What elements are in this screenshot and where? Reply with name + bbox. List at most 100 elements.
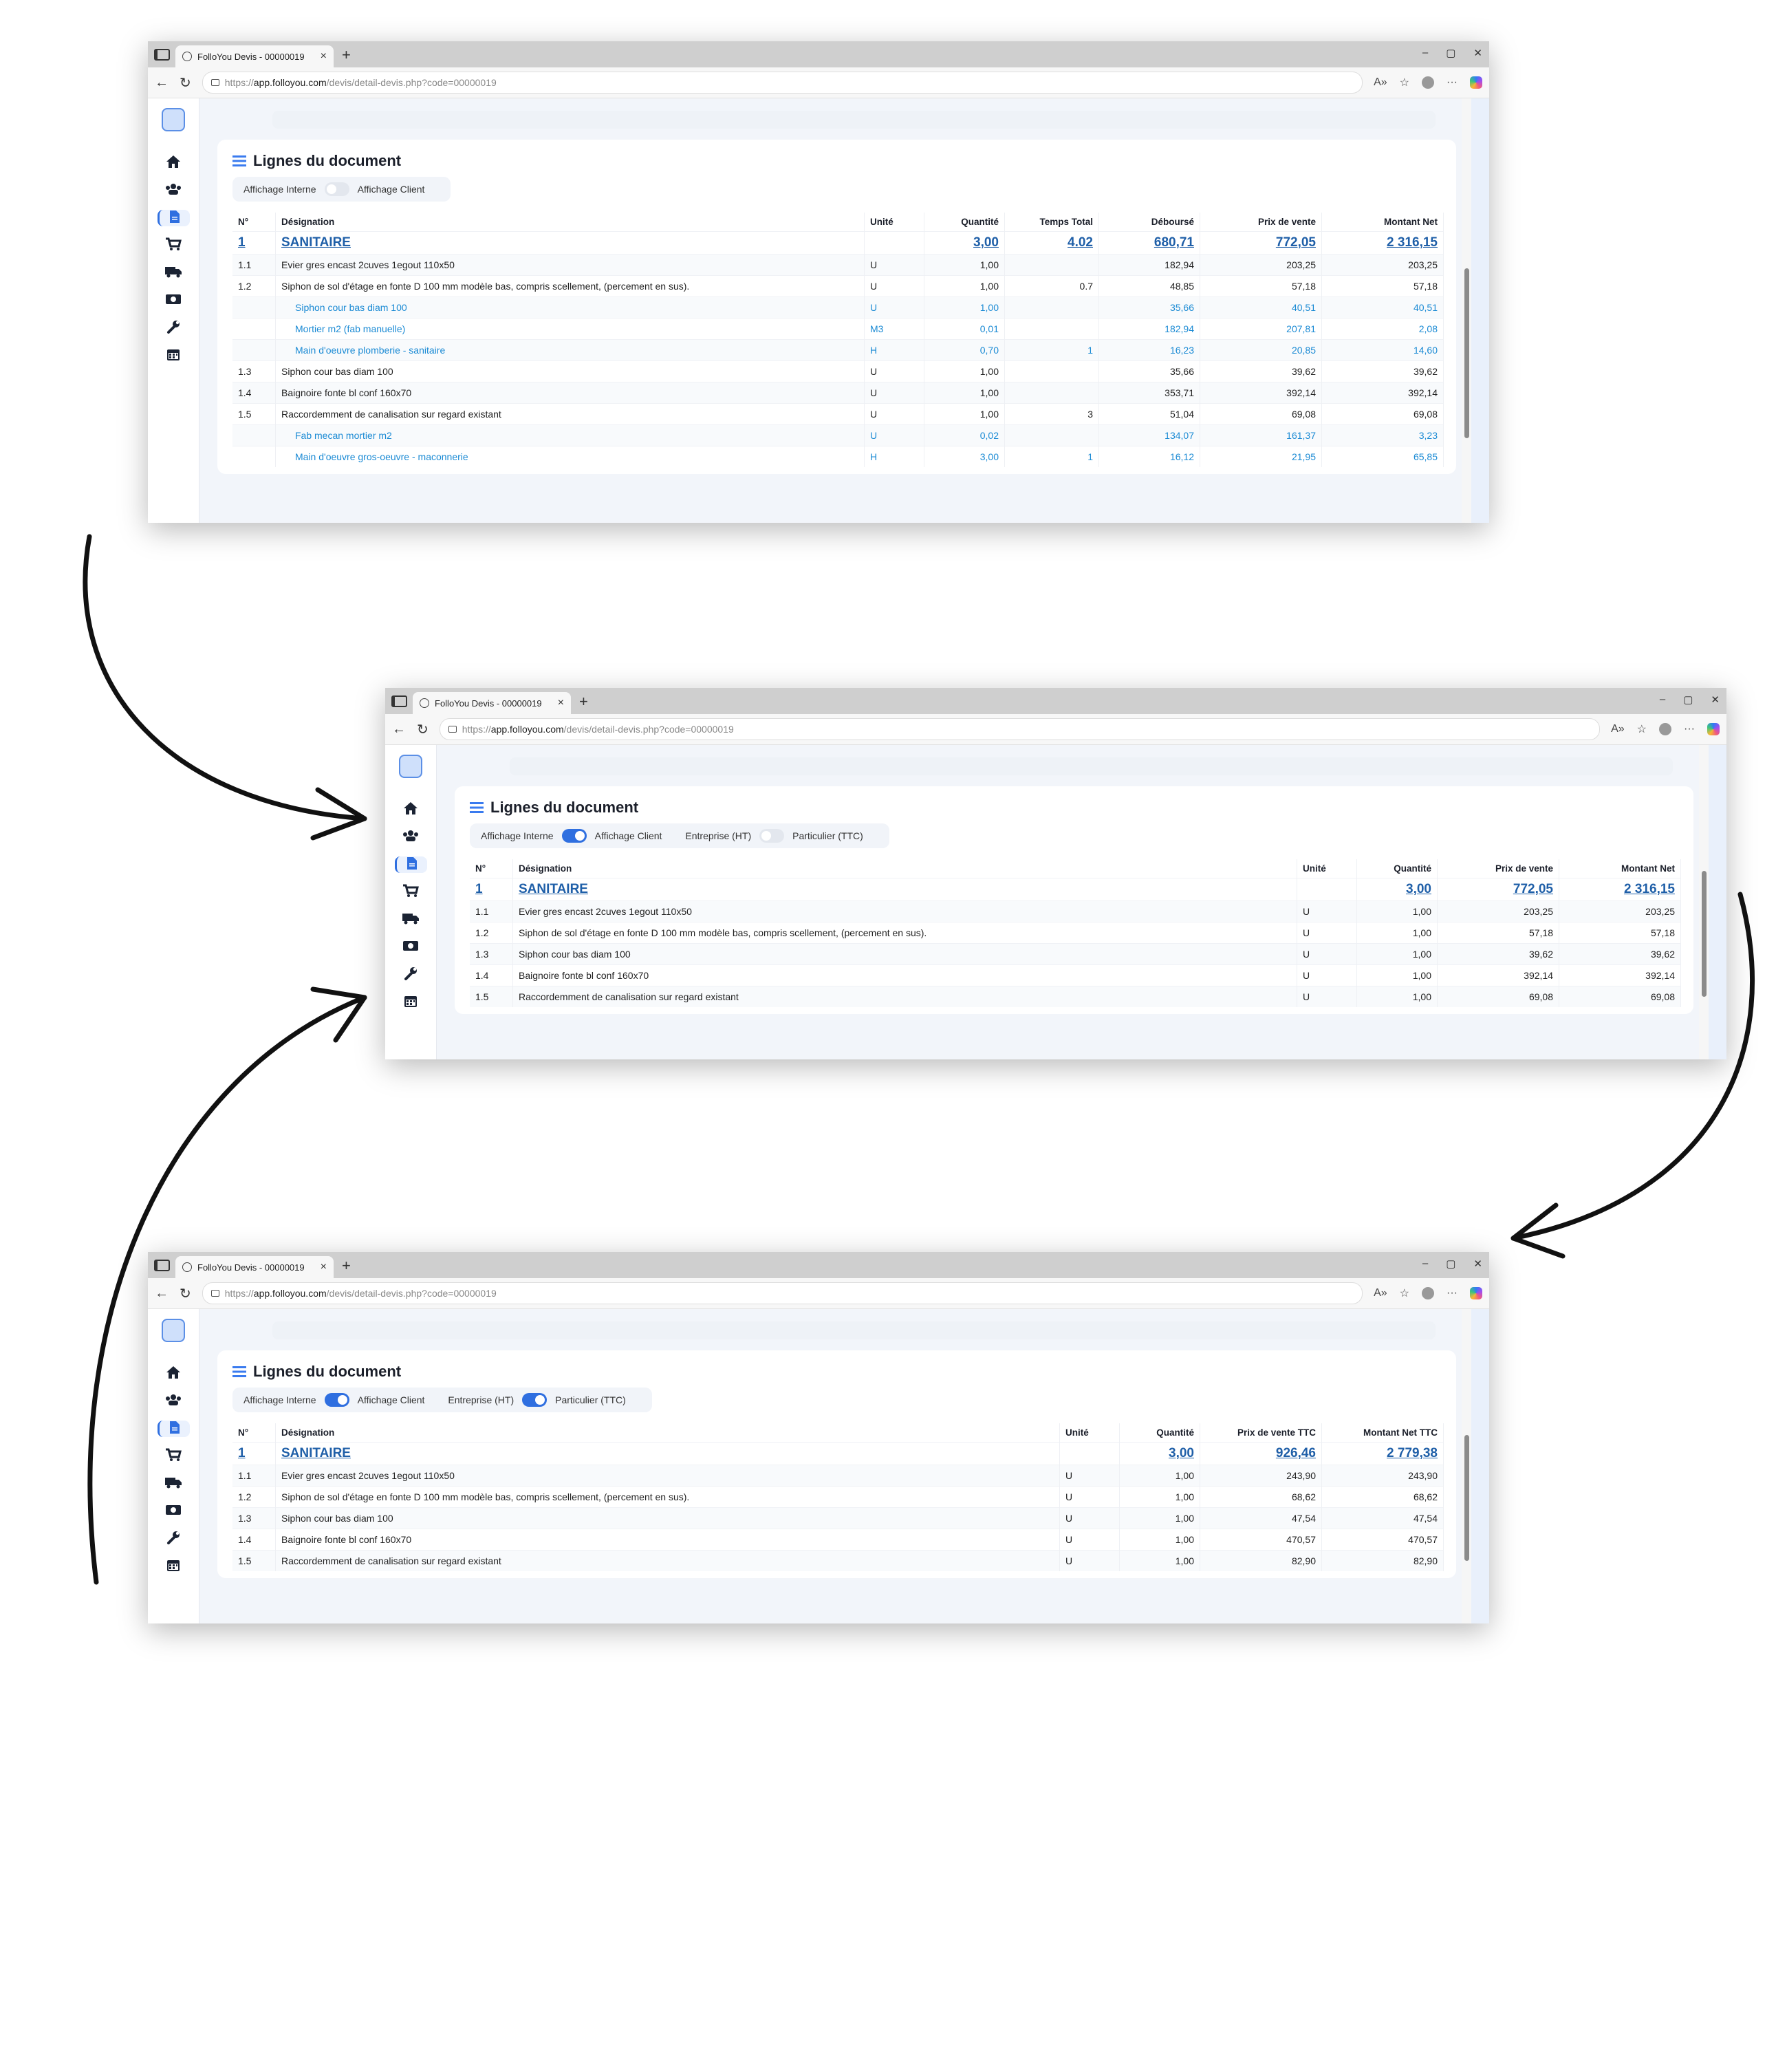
scrollbar[interactable] (1462, 98, 1471, 523)
column-header-unit[interactable]: Unité (864, 213, 924, 232)
column-header-des[interactable]: Désignation (512, 859, 1297, 878)
read-aloud-icon[interactable]: A» (1611, 723, 1625, 735)
group-temps-link[interactable]: 4.02 (1068, 235, 1093, 250)
group-mn-link[interactable]: 2 316,15 (1624, 882, 1675, 896)
tab-actions-button[interactable] (148, 1252, 175, 1278)
sidebar-cart[interactable] (402, 884, 419, 900)
new-tab-button[interactable]: + (342, 1257, 351, 1274)
favorite-star-icon[interactable]: ☆ (1636, 724, 1647, 735)
close-window-button[interactable]: ✕ (1473, 1258, 1482, 1270)
sidebar-calendar[interactable] (165, 347, 182, 364)
sidebar-home[interactable] (165, 155, 182, 171)
column-header-num[interactable]: N° (232, 213, 276, 232)
browser-tab[interactable]: FolloYou Devis - 00000019× (413, 692, 571, 714)
copilot-icon[interactable] (1470, 1287, 1482, 1299)
sidebar-home[interactable] (402, 801, 419, 818)
column-header-unit[interactable]: Unité (1059, 1423, 1120, 1443)
sidebar-truck[interactable] (402, 911, 419, 928)
column-header-qty[interactable]: Quantité (924, 213, 1005, 232)
profile-avatar-icon[interactable] (1422, 76, 1435, 89)
sidebar-document[interactable] (394, 856, 427, 873)
minimize-window-button[interactable]: – (1422, 1258, 1429, 1269)
sidebar-calendar[interactable] (165, 1558, 182, 1575)
browser-tab[interactable]: FolloYou Devis - 00000019× (175, 1256, 334, 1278)
sidebar-cart[interactable] (165, 237, 182, 254)
group-pv-link[interactable]: 772,05 (1275, 235, 1316, 250)
sidebar-document[interactable] (157, 1421, 190, 1437)
column-header-des[interactable]: Désignation (275, 1423, 1060, 1443)
column-header-pv[interactable]: Prix de vente TTC (1200, 1423, 1322, 1443)
scrollbar[interactable] (1462, 1309, 1471, 1623)
profile-avatar-icon[interactable] (1659, 723, 1672, 735)
display-mode-switch[interactable] (324, 1393, 349, 1407)
copilot-icon[interactable] (1470, 76, 1482, 89)
maximize-window-button[interactable]: ▢ (1446, 1258, 1456, 1270)
group-des-link[interactable]: SANITAIRE (281, 235, 351, 250)
sidebar-truck[interactable] (165, 1476, 182, 1492)
group-des-link[interactable]: SANITAIRE (281, 1446, 351, 1460)
close-tab-button[interactable]: × (320, 50, 327, 62)
group-num-link[interactable]: 1 (238, 235, 246, 250)
tab-actions-button[interactable] (385, 688, 413, 714)
read-aloud-icon[interactable]: A» (1374, 1287, 1387, 1299)
group-qty-link[interactable]: 3,00 (1169, 1446, 1194, 1460)
scrollbar-thumb[interactable] (1464, 1435, 1469, 1562)
reload-button[interactable]: ↻ (180, 1286, 191, 1302)
back-button[interactable]: ← (155, 1285, 169, 1301)
tab-actions-button[interactable] (148, 41, 175, 67)
display-mode-switch[interactable] (561, 829, 587, 843)
minimize-window-button[interactable]: – (1659, 693, 1666, 705)
close-window-button[interactable]: ✕ (1473, 47, 1482, 59)
column-header-unit[interactable]: Unité (1297, 859, 1357, 878)
sidebar-users[interactable] (165, 182, 182, 199)
app-logo[interactable] (162, 108, 185, 131)
minimize-window-button[interactable]: – (1422, 47, 1429, 58)
sidebar-wrench[interactable] (165, 320, 182, 336)
sidebar-wrench[interactable] (165, 1531, 182, 1547)
group-deb-link[interactable]: 680,71 (1154, 235, 1194, 250)
profile-avatar-icon[interactable] (1422, 1287, 1435, 1299)
sidebar-document[interactable] (157, 210, 190, 226)
display-mode-switch[interactable] (324, 182, 349, 196)
copilot-icon[interactable] (1707, 723, 1720, 735)
group-qty-link[interactable]: 3,00 (973, 235, 999, 250)
reload-button[interactable]: ↻ (180, 75, 191, 91)
group-pv-link[interactable]: 926,46 (1275, 1446, 1316, 1460)
display-mode-switch[interactable] (522, 1393, 548, 1407)
new-tab-button[interactable]: + (342, 46, 351, 63)
sidebar-money[interactable] (165, 292, 182, 309)
column-header-mn[interactable]: Montant Net (1321, 213, 1444, 232)
new-tab-button[interactable]: + (579, 693, 588, 710)
group-pv-link[interactable]: 772,05 (1513, 882, 1553, 896)
address-bar[interactable]: https://app.folloyou.com/devis/detail-de… (202, 1282, 1363, 1304)
column-header-deb[interactable]: Déboursé (1098, 213, 1200, 232)
group-des-link[interactable]: SANITAIRE (519, 882, 588, 896)
column-header-mn[interactable]: Montant Net TTC (1321, 1423, 1444, 1443)
display-mode-switch[interactable] (759, 829, 785, 843)
address-bar[interactable]: https://app.folloyou.com/devis/detail-de… (202, 72, 1363, 94)
address-bar[interactable]: https://app.folloyou.com/devis/detail-de… (439, 718, 1601, 740)
sidebar-calendar[interactable] (402, 994, 419, 1011)
group-mn-link[interactable]: 2 316,15 (1387, 235, 1438, 250)
scrollbar-thumb[interactable] (1702, 871, 1707, 997)
scrollbar[interactable] (1699, 745, 1709, 1059)
browser-tab[interactable]: FolloYou Devis - 00000019× (175, 45, 334, 67)
sidebar-home[interactable] (165, 1366, 182, 1382)
more-icon[interactable]: ··· (1447, 76, 1458, 88)
sidebar-wrench[interactable] (402, 967, 419, 983)
close-tab-button[interactable]: × (557, 697, 564, 709)
favorite-star-icon[interactable]: ☆ (1399, 1288, 1410, 1299)
column-header-temps[interactable]: Temps Total (1004, 213, 1099, 232)
sidebar-money[interactable] (165, 1503, 182, 1520)
